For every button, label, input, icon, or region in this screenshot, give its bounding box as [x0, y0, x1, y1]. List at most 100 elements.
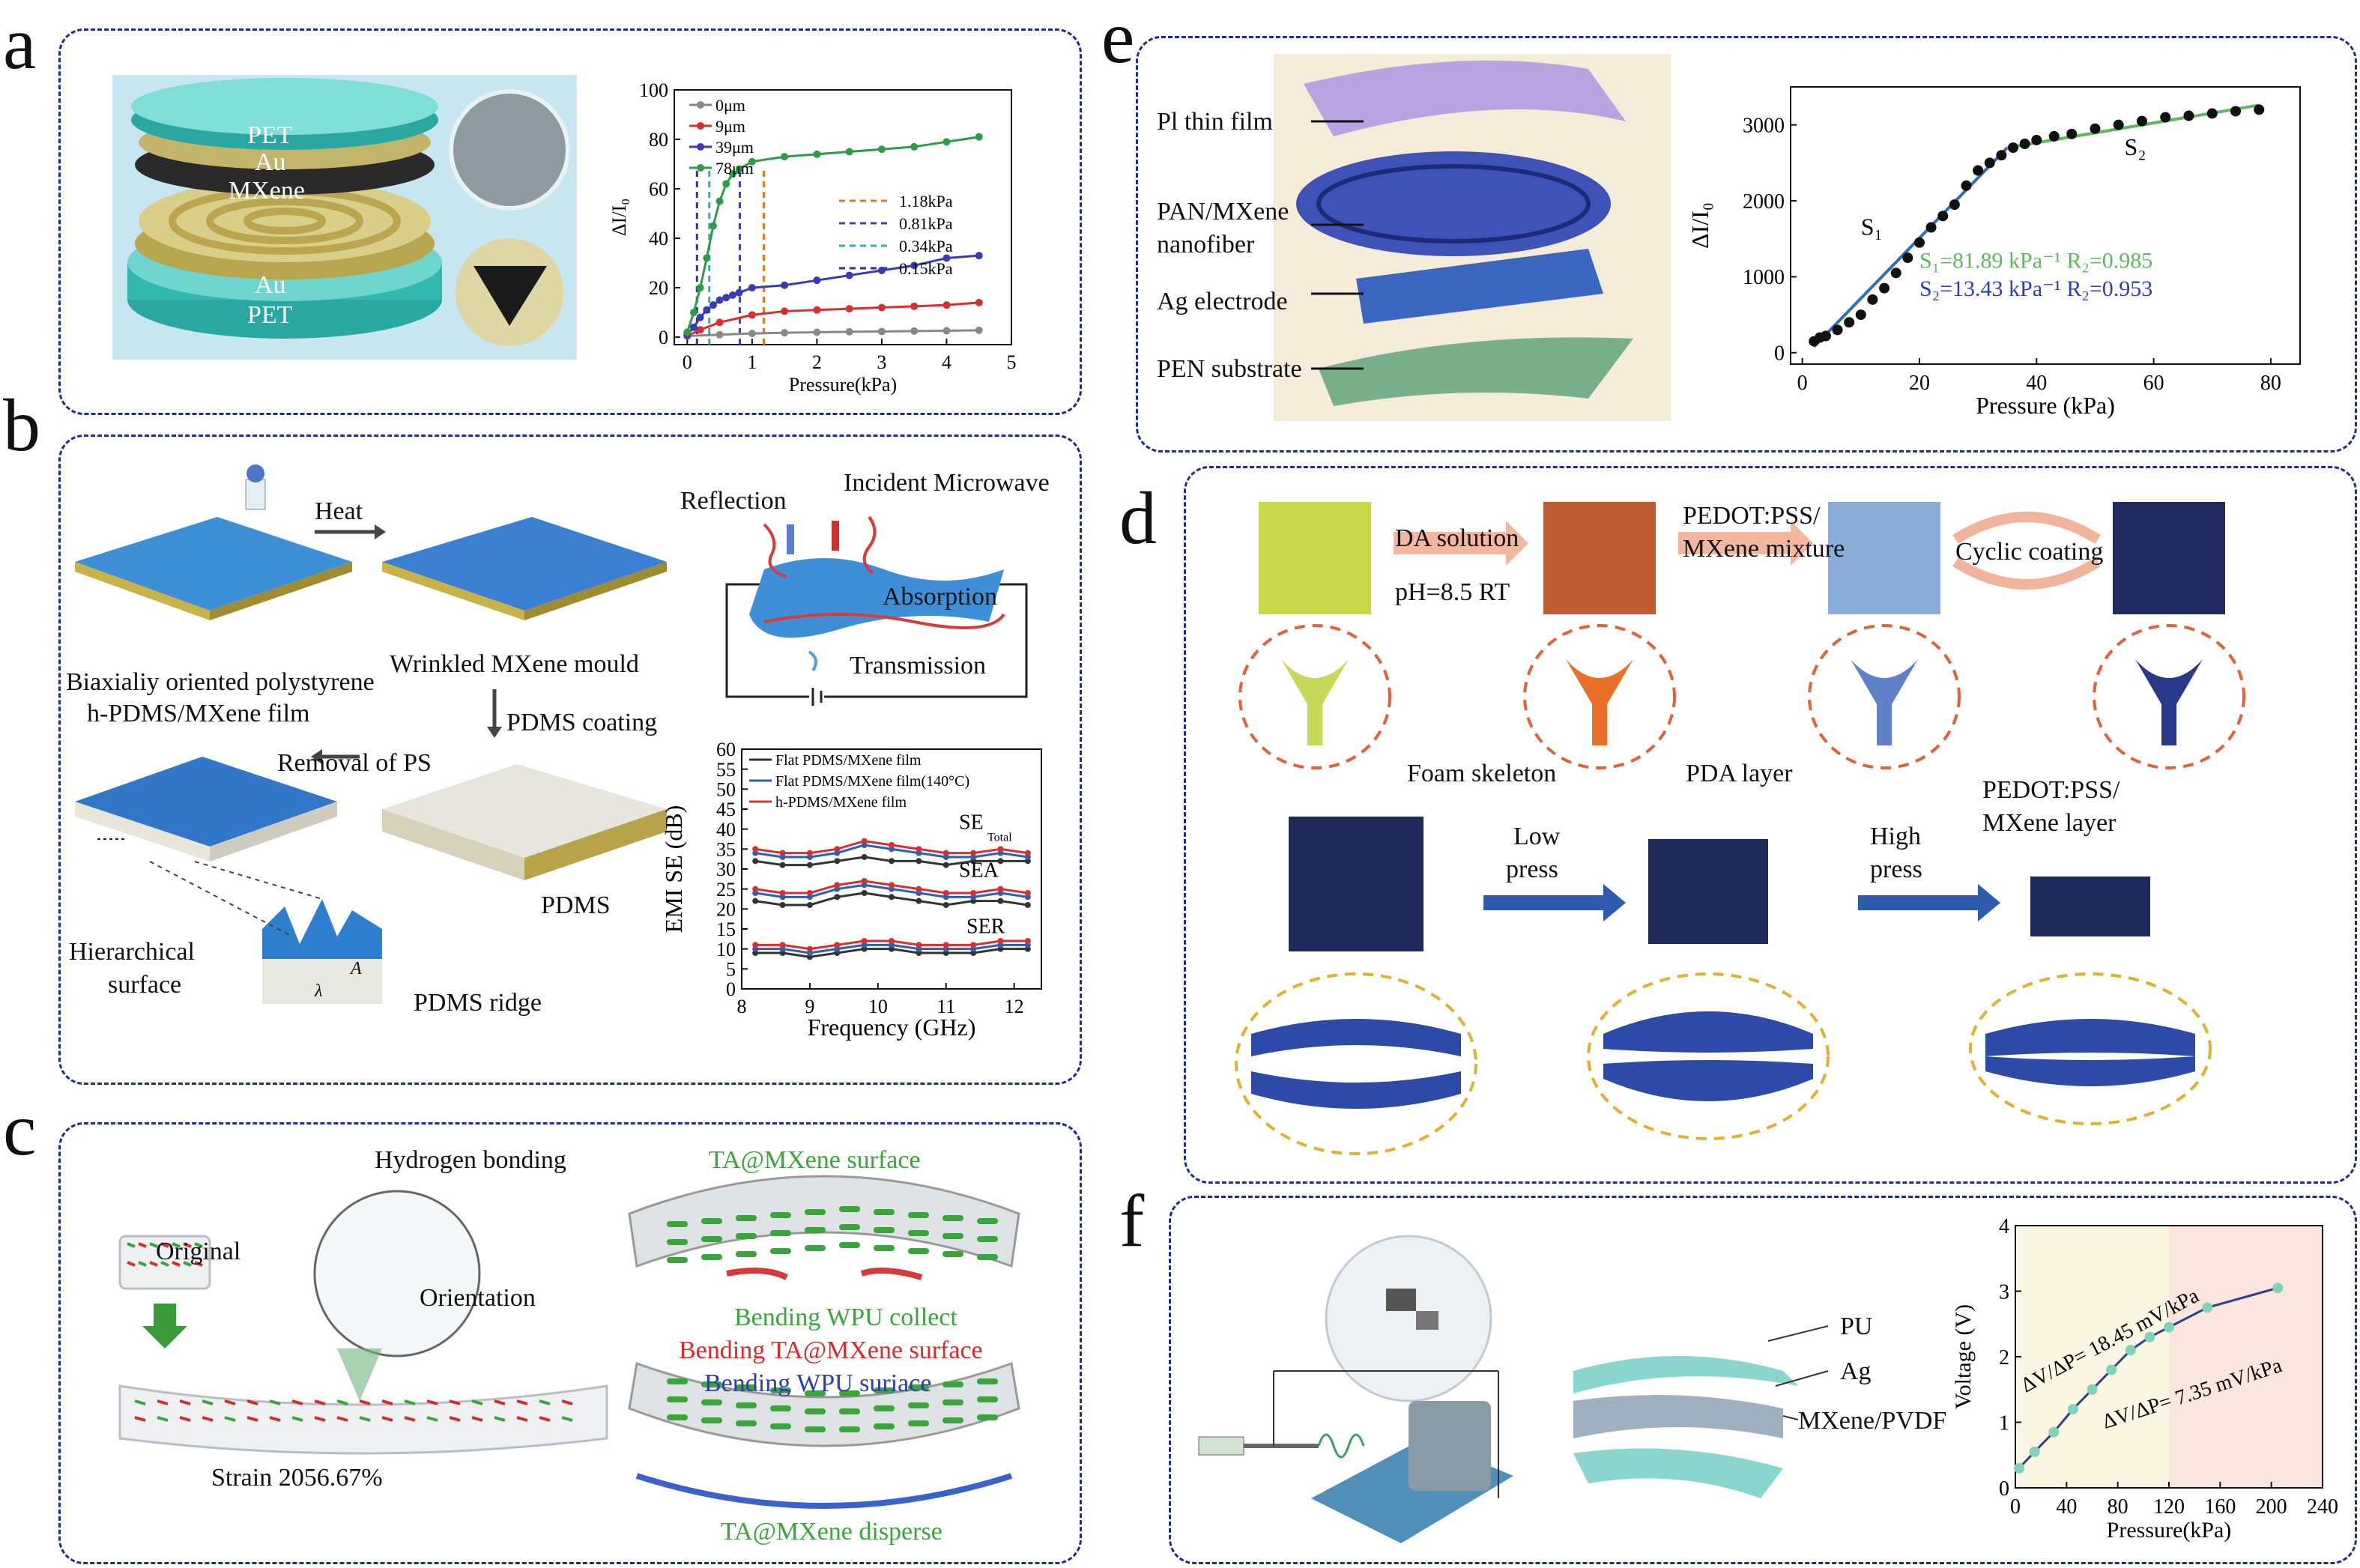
data-point	[2136, 115, 2147, 127]
data-point	[2048, 1426, 2060, 1438]
data-point	[2183, 110, 2194, 121]
data-point	[1832, 324, 1843, 336]
label-da: DA solution	[1395, 524, 1519, 552]
data-point	[2202, 1302, 2213, 1313]
data-point	[997, 846, 1004, 853]
data-point	[834, 858, 841, 865]
data-point	[1925, 222, 1937, 233]
flake	[246, 1399, 258, 1405]
flake	[494, 1416, 506, 1422]
data-point	[889, 938, 895, 944]
label-low-2: press	[1506, 856, 1558, 883]
flake	[516, 1399, 528, 1405]
y-tick-label: 1000	[1743, 266, 1785, 289]
y-tick-label: 45	[716, 799, 736, 820]
label-heat: Heat	[315, 497, 363, 525]
flake	[701, 1254, 722, 1260]
flake	[874, 1227, 895, 1233]
layer-pen: PEN substrate	[1157, 355, 1302, 383]
data-point	[2160, 112, 2171, 123]
data-point	[715, 330, 724, 339]
data-point	[845, 271, 853, 279]
data-point	[1973, 165, 1984, 176]
x-axis-label: Pressure (kPa)	[1976, 392, 2115, 419]
data-point	[916, 886, 922, 892]
flake	[202, 1399, 214, 1405]
layer-ag: Ag electrode	[1157, 288, 1288, 315]
label-foam: Foam skeleton	[1407, 760, 1557, 787]
data-point	[2230, 106, 2242, 117]
panel-label-f: f	[1119, 1179, 1145, 1262]
data-point	[861, 938, 868, 944]
legend-label: 9μm	[715, 117, 745, 136]
data-point	[889, 894, 895, 900]
flake	[471, 1416, 483, 1422]
data-point	[2048, 130, 2060, 142]
data-point	[703, 254, 711, 262]
data-point	[997, 858, 1004, 865]
data-point	[709, 301, 717, 309]
y-tick-label: 20	[649, 277, 668, 299]
y-tick-label: 2	[1999, 1346, 2009, 1369]
legend-label: h-PDMS/MXene film	[775, 794, 907, 811]
y-axis-label: ΔI/I₀	[608, 199, 630, 236]
flake	[874, 1209, 895, 1215]
flake	[194, 1261, 203, 1267]
data-point	[889, 882, 895, 889]
label-lambda: λ	[315, 981, 323, 1001]
data-point	[752, 886, 759, 892]
label-absorption: Absorption	[883, 583, 997, 611]
data-point	[943, 138, 951, 146]
series-line	[687, 329, 979, 337]
data-point	[1844, 317, 1855, 328]
data-point	[715, 318, 724, 327]
label-wrinkled: Wrinkled MXene mould	[390, 650, 639, 678]
y-tick-label: 80	[649, 129, 668, 151]
y-tick-label: 0	[726, 978, 736, 1000]
flake	[908, 1402, 929, 1408]
data-point	[696, 313, 704, 321]
flake	[736, 1251, 757, 1257]
data-point	[752, 942, 759, 948]
data-point	[709, 222, 717, 230]
flake	[874, 1405, 895, 1411]
data-point	[715, 296, 724, 304]
data-point	[2090, 123, 2101, 134]
layer-pet-bottom: PET	[247, 301, 293, 329]
panel-e	[1136, 36, 2357, 452]
flake	[943, 1417, 963, 1423]
flake	[336, 1399, 348, 1405]
data-point	[975, 326, 983, 334]
flake	[134, 1416, 146, 1422]
flake	[839, 1408, 860, 1414]
data-point	[2106, 1364, 2117, 1375]
y-tick-label: 1	[1999, 1411, 2009, 1435]
flake	[246, 1416, 258, 1422]
data-point	[943, 942, 949, 948]
data-point	[943, 862, 949, 868]
flake	[224, 1416, 236, 1422]
flake	[172, 1242, 181, 1248]
flake	[314, 1399, 326, 1405]
data-point	[943, 890, 949, 896]
flake	[908, 1212, 929, 1218]
legend-label: 1.18kPa	[899, 192, 953, 211]
label-amp: A	[351, 959, 362, 978]
y-tick-label: 40	[649, 228, 668, 249]
data-point	[916, 846, 922, 853]
data-point	[970, 850, 977, 856]
label-ph: pH=8.5 RT	[1395, 578, 1510, 606]
panel-c	[58, 1122, 1082, 1564]
flake	[179, 1416, 191, 1422]
flake	[977, 1254, 998, 1260]
data-point	[748, 157, 756, 166]
flake	[977, 1378, 998, 1384]
panel-label-a: a	[3, 1, 37, 85]
flake	[449, 1399, 461, 1405]
label-ridge: PDMS ridge	[414, 989, 542, 1017]
flake	[977, 1396, 998, 1402]
label-pdms-coating: PDMS coating	[506, 709, 658, 736]
flake	[381, 1399, 393, 1405]
data-point	[1024, 890, 1031, 896]
